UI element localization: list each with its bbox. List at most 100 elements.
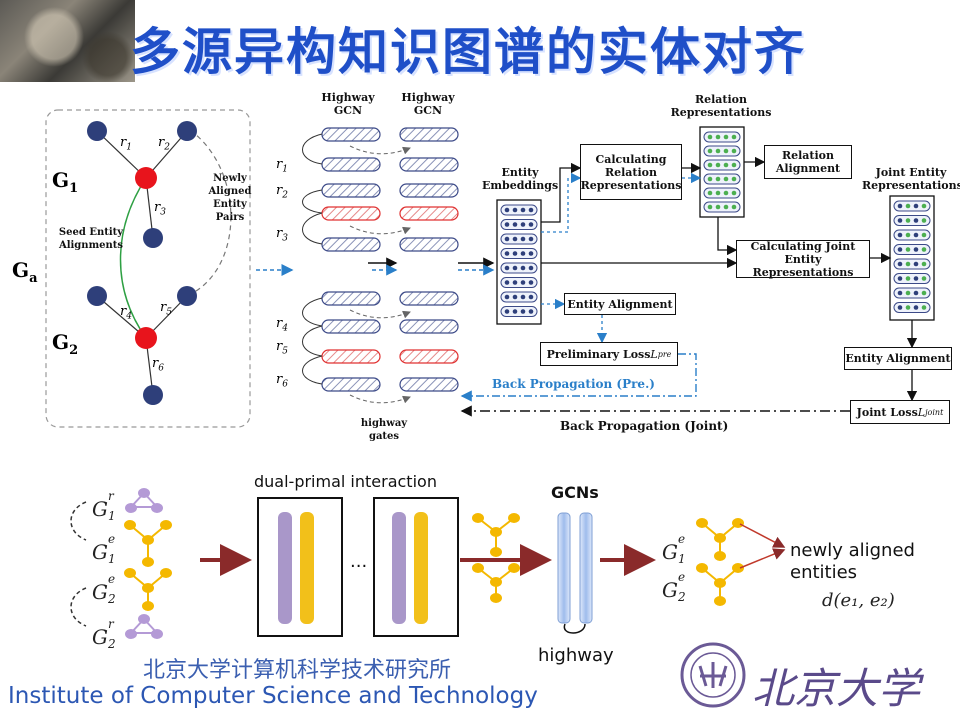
- bp-pre-label: Back Propagation (Pre.): [492, 377, 655, 391]
- seed-entity-node: [135, 167, 157, 189]
- embedding-dot: [707, 148, 713, 154]
- joint-entity-representations-label: Joint Entity Representations: [862, 166, 960, 192]
- entity-alignment-box-2: Entity Alignment: [844, 347, 952, 370]
- g2e-mini-graph: [124, 568, 172, 611]
- embedding-dot: [520, 222, 526, 227]
- highway-gates-label: highway gates: [360, 418, 408, 442]
- embedding-dot: [731, 190, 737, 196]
- relation-alignment-box: Relation Alignment: [764, 145, 852, 179]
- entity-embeddings-label: Entity Embeddings: [482, 166, 559, 192]
- embedding-dot: [512, 294, 518, 300]
- graph-node: [177, 121, 197, 141]
- embedding-dot: [723, 190, 729, 196]
- r1-label: r1: [120, 135, 132, 153]
- embedding-dot: [905, 305, 911, 310]
- embedding-dot: [731, 134, 737, 140]
- embedding-dot: [913, 305, 919, 310]
- embedding-dot: [715, 134, 721, 140]
- highway-label: highway: [538, 645, 614, 666]
- relation-representations-label: Relation Representations: [670, 93, 772, 119]
- embedding-dot: [921, 247, 927, 252]
- embedding-dot: [921, 218, 927, 223]
- embedding-dot: [723, 176, 729, 182]
- embedding-row: [703, 159, 741, 171]
- entity-alignment-box-1: Entity Alignment: [564, 293, 676, 315]
- highway-gcn-layers: [321, 127, 459, 392]
- embedding-dot: [921, 290, 927, 296]
- embedding-dot: [504, 309, 510, 314]
- embedding-dot: [520, 251, 526, 256]
- embedding-dot: [520, 236, 526, 242]
- distance-label: d(e₁, e₂): [822, 590, 895, 611]
- embedding-dot: [897, 305, 903, 310]
- graph-node: [177, 286, 197, 306]
- embedding-dot: [528, 207, 534, 213]
- gcn-layer: [579, 512, 593, 624]
- embedding-row: [500, 233, 538, 245]
- bp-joint-label: Back Propagation (Joint): [560, 419, 729, 433]
- embedding-row: [893, 244, 931, 255]
- g2-label: G2: [52, 330, 79, 358]
- embedding-dot: [528, 309, 534, 314]
- r4-label: r4: [120, 304, 132, 322]
- embedding-row: [893, 200, 931, 212]
- graph-node: [143, 228, 163, 248]
- embedding-row: [500, 262, 538, 274]
- embedding-dot: [528, 251, 534, 256]
- highway-r-label: r6: [276, 372, 288, 390]
- embedding-dot: [512, 222, 518, 227]
- embedding-dot: [913, 247, 919, 252]
- embedding-row: [500, 204, 538, 216]
- embedding-row: [893, 302, 931, 313]
- embedding-dot: [512, 207, 518, 213]
- graph-node: [87, 286, 107, 306]
- seed-entity-node: [135, 327, 157, 349]
- embedding-dot: [897, 261, 903, 267]
- highway-r-label: r2: [276, 183, 288, 201]
- merged-mini-graph: [472, 513, 520, 603]
- embedding-dot: [512, 309, 518, 314]
- embedding-dot: [707, 190, 713, 196]
- embedding-dot: [905, 232, 911, 238]
- embedding-row: [703, 187, 741, 199]
- embedding-dot: [897, 247, 903, 252]
- r5-label: r5: [160, 300, 172, 318]
- embedding-dot: [905, 218, 911, 223]
- r2-label: r2: [158, 135, 170, 153]
- embedding-dot: [913, 261, 919, 267]
- highway-r-label: r1: [276, 157, 288, 175]
- embedding-dot: [715, 204, 721, 210]
- embedding-dot: [723, 148, 729, 154]
- embedding-dot: [921, 203, 927, 209]
- pku-seal-icon: [680, 642, 746, 708]
- embedding-dot: [707, 204, 713, 210]
- gcns-label: GCNs: [551, 483, 599, 502]
- embedding-dot: [905, 261, 911, 267]
- embedding-dot: [528, 236, 534, 242]
- embedding-dot: [921, 232, 927, 238]
- embedding-row: [893, 273, 931, 284]
- embedding-dot: [905, 276, 911, 281]
- g1e-mini-graph: [124, 520, 172, 567]
- embedding-dot: [520, 294, 526, 300]
- embedding-dot: [528, 294, 534, 300]
- highway-r-label: r4: [276, 316, 288, 334]
- newly-aligned-link: [186, 129, 232, 297]
- embedding-row: [893, 287, 931, 299]
- embedding-row: [500, 277, 538, 288]
- embedding-dot: [731, 176, 737, 182]
- embedding-row: [893, 215, 931, 226]
- embedding-dot: [528, 280, 534, 285]
- embedding-dot: [504, 265, 510, 271]
- embedding-dot: [905, 247, 911, 252]
- graph-node: [87, 121, 107, 141]
- embedding-dot: [520, 265, 526, 271]
- embedding-row: [893, 229, 931, 241]
- embedding-dot: [512, 236, 518, 242]
- embedding-dot: [528, 265, 534, 271]
- highway-gcn-header-1: Highway GCN: [321, 91, 375, 117]
